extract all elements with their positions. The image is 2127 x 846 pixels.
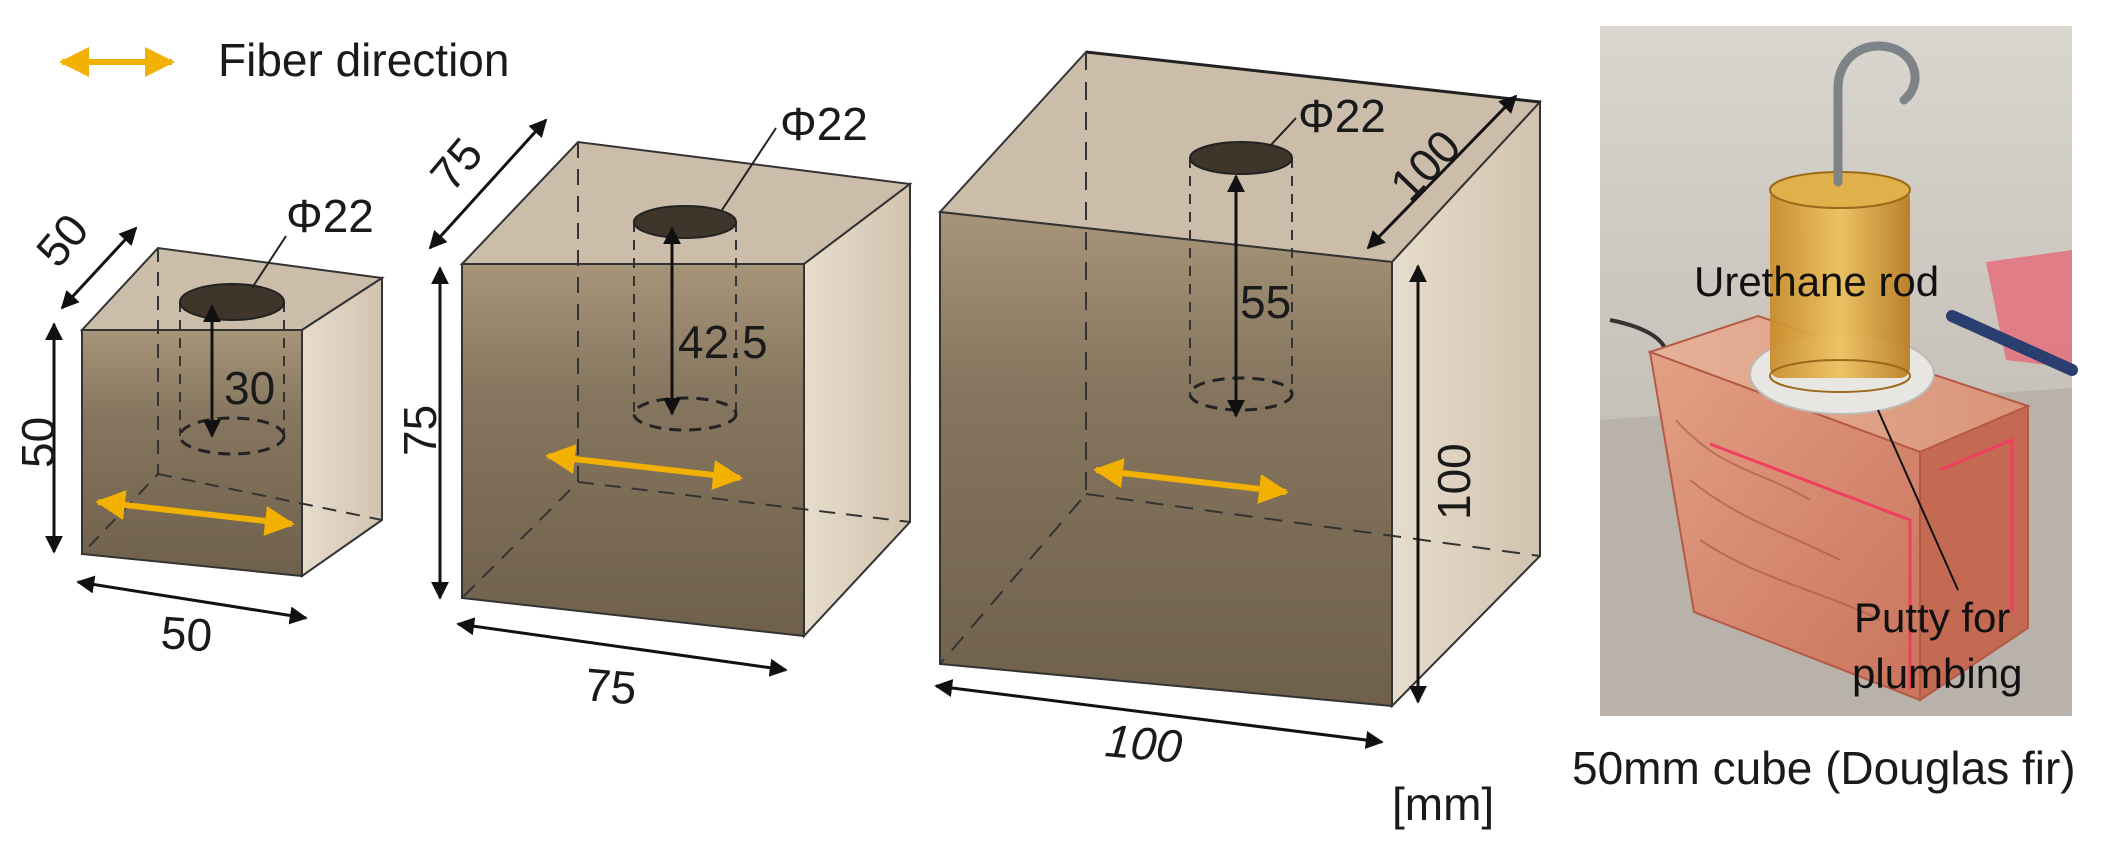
hole-depth-label: 42.5 [678,316,768,368]
photo-caption: 50mm cube (Douglas fir) [1572,742,2076,794]
hole-bottom [632,396,738,432]
hole-diameter-label: Φ22 [780,98,868,150]
fiber-direction-arrow [1093,458,1289,504]
width-label: 50 [159,606,214,661]
photo-panel: Urethane rod Putty for plumbing [1600,26,2078,716]
rod-bottom [1769,359,1911,393]
wood-grain [1675,419,1881,621]
width-label: 100 [1103,714,1184,773]
pen [1946,310,2078,376]
width-label: 75 [583,658,639,714]
hole-diameter-leader [721,127,777,211]
hole-diameter-leader [251,235,287,289]
height-label: 50 [12,417,64,468]
marker-lines [1709,442,1912,690]
hole-opening [179,283,285,321]
width-dimension-arrow [76,575,308,625]
cube-front-face [939,210,1393,708]
hole-depth-label: 30 [224,362,275,414]
depth-label: 50 [26,204,99,277]
top-edge [1085,50,1541,104]
hole-depth-label: 55 [1240,276,1291,328]
depth-dimension-arrow [428,118,548,250]
marker-lines [1939,437,2014,612]
height-label: 75 [394,405,446,456]
height-label: 100 [1428,443,1480,520]
hidden-edge [1085,493,1541,557]
urethane-rod-label: Urethane rod [1694,258,1939,305]
depth-dimension-arrow [60,226,138,310]
hook [1833,41,1920,187]
cube-side-face [803,181,911,639]
hole-diameter-label: Φ22 [286,190,374,242]
hole-diameter-leader [1269,117,1297,147]
fiber-direction-arrow [545,444,743,490]
hole-opening [633,205,737,239]
urethane-rod [1770,188,1910,378]
width-dimension-arrow [934,679,1384,749]
cube-75: Φ22 42.5 75 75 75 [394,98,913,714]
hole-bottom [178,416,286,456]
width-dimension-arrow [456,617,788,677]
putty-label-line1: Putty for [1854,594,2010,641]
units-label: [mm] [1392,778,1494,830]
hole-opening [1189,141,1293,175]
cube-100: Φ22 55 100 100 100 [934,50,1543,773]
putty-label-line2: plumbing [1852,650,2022,697]
cube-50: Φ22 30 50 50 50 [12,190,385,662]
hole-diameter-label: Φ22 [1298,90,1386,142]
fiber-direction-arrow [95,490,295,536]
depth-dimension-arrow [1366,94,1518,250]
putty-leader [1877,409,1959,591]
cube-side-face [301,276,383,578]
wood-cube-right [1919,404,2029,702]
fiber-direction-legend-label: Fiber direction [218,34,509,86]
legend: Fiber direction [59,34,509,86]
